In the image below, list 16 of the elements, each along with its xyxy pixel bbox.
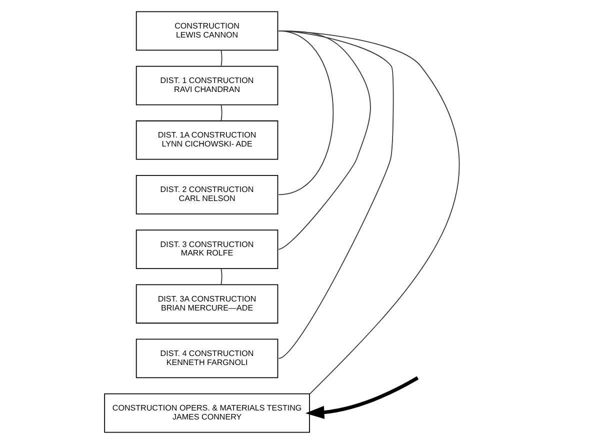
connector	[278, 30, 371, 250]
connector	[220, 268, 222, 285]
node-box: CONSTRUCTION LEWIS CANNON	[136, 11, 278, 51]
connector	[220, 104, 222, 122]
node-box: DIST. 3A CONSTRUCTION BRIAN MERCURE—ADE	[136, 284, 278, 324]
node-box: DIST. 1 CONSTRUCTION RAVI CHANDRAN	[136, 66, 278, 106]
connector	[278, 30, 394, 359]
connector	[278, 30, 460, 394]
node-box: DIST. 4 CONSTRUCTION KENNETH FARGNOLI	[136, 338, 278, 378]
node-box: DIST. 1A CONSTRUCTION LYNN CICHOWSKI- ADE	[136, 120, 278, 160]
node-box: DIST. 2 CONSTRUCTION CARL NELSON	[136, 175, 278, 214]
connector	[278, 30, 334, 196]
connector	[220, 50, 222, 67]
arrow	[305, 376, 419, 419]
node-box: CONSTRUCTION OPERS. & MATERIALS TESTING JAMES CONNERY	[104, 393, 310, 433]
node-box: DIST. 3 CONSTRUCTION MARK ROLFE	[136, 230, 278, 269]
